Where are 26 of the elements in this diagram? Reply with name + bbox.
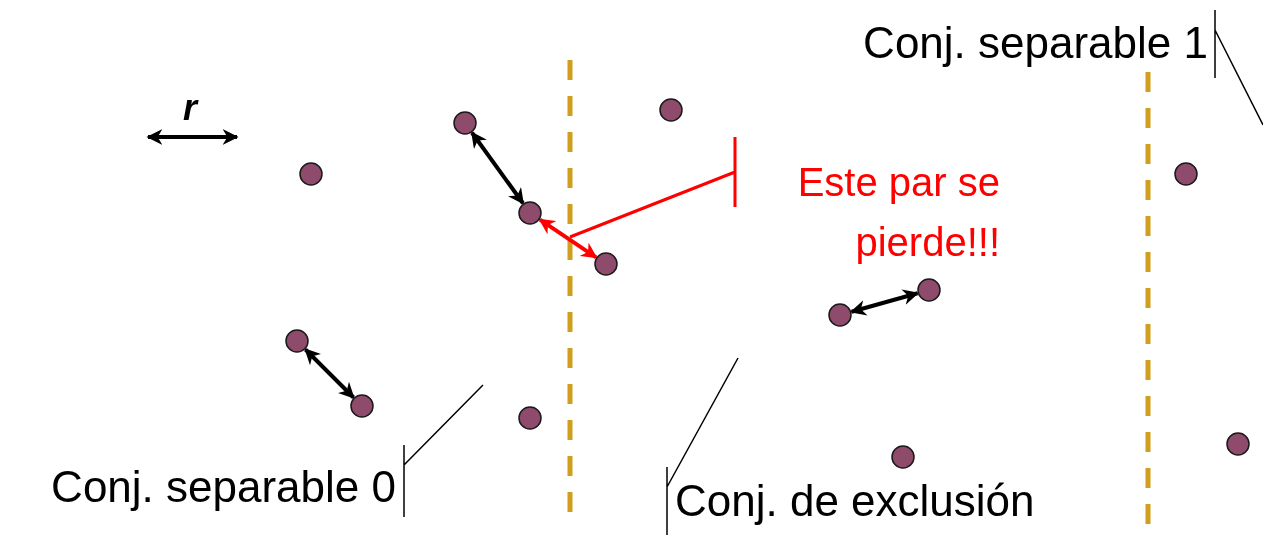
particle-dot: [1226, 432, 1250, 456]
double-arrow: [470, 131, 525, 205]
measure-label: r: [183, 88, 197, 128]
particle-dot: [350, 394, 374, 418]
leader-line: [666, 357, 739, 535]
annotation-text: Conj. separable 1: [800, 18, 1208, 78]
particle-dot: [659, 98, 683, 122]
double-arrow: [538, 218, 598, 259]
particle-dot: [285, 329, 309, 353]
particle-dot: [1174, 162, 1198, 186]
particle-dot: [518, 201, 542, 225]
annotation-text: Conj. de exclusión: [675, 476, 1095, 530]
leader-line: [568, 135, 737, 239]
double-arrow: [304, 348, 355, 399]
particle-dot: [891, 445, 915, 469]
annotation-text: Este par se pierde!!!: [733, 152, 1000, 272]
leader-line: [403, 384, 484, 518]
double-arrow: [850, 289, 919, 316]
annotation-text: Conj. separable 0: [0, 462, 396, 514]
particle-dot: [828, 303, 852, 327]
particle-dot: [518, 406, 542, 430]
particle-dot: [299, 162, 323, 186]
particle-dot: [453, 111, 477, 135]
leader-line: [1214, 9, 1263, 126]
particle-dot: [917, 278, 941, 302]
particle-dot: [594, 252, 618, 276]
